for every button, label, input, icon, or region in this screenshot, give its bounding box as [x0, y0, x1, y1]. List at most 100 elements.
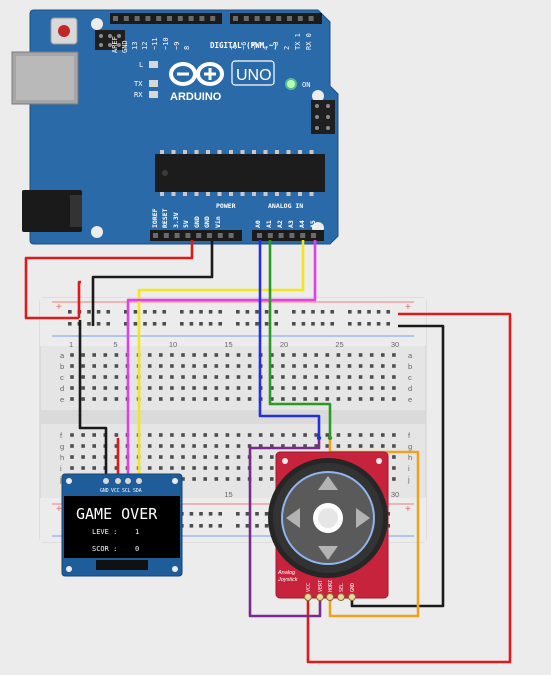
breadboard-hole: [369, 433, 374, 437]
breadboard-row-letter: b: [408, 362, 412, 371]
breadboard-hole: [336, 386, 341, 390]
breadboard-hole: [358, 353, 363, 357]
rail-plus-left: +: [56, 302, 62, 313]
breadboard-hole: [392, 477, 396, 481]
wire-a0-blue[interactable]: [258, 240, 321, 438]
wire-a5-magenta[interactable]: [126, 240, 317, 438]
wire-a4-yellow[interactable]: [137, 240, 305, 438]
rail-hole: [255, 322, 259, 326]
breadboard-hole: [170, 444, 174, 448]
breadboard-hole: [114, 364, 119, 368]
atmega-chip: [155, 154, 325, 192]
digital-pin-label: ~3: [272, 42, 280, 50]
wire-a1-green[interactable]: [268, 240, 332, 438]
wire-joystick-vert[interactable]: [248, 438, 322, 618]
breadboard-hole: [369, 397, 374, 401]
uno-badge: [231, 60, 275, 86]
breadboard-hole: [225, 477, 230, 481]
chip-leg: [240, 192, 245, 196]
chip-leg: [160, 192, 164, 196]
header-hole: [243, 16, 249, 21]
reset-button-cap[interactable]: [58, 25, 70, 37]
breadboard-hole: [170, 466, 174, 470]
breadboard-hole: [392, 433, 396, 437]
rail-hole: [330, 310, 334, 314]
digital-pin-label: 13: [131, 42, 139, 50]
breadboard-row-letter: g: [408, 442, 412, 451]
breadboard-hole: [203, 397, 207, 401]
rail-hole: [357, 322, 362, 326]
digital-header-left: [110, 13, 222, 24]
header-hole: [287, 16, 292, 21]
breadboard-hole: [203, 386, 207, 390]
digital-label: DIGITAL (PWM ~): [210, 41, 278, 50]
chip-leg: [229, 192, 233, 196]
breadboard-hole: [325, 444, 330, 448]
breadboard-hole: [270, 386, 274, 390]
oled-display-module[interactable]: GND VCC SCL SDA GAME OVER LEVE : 1 SCOR …: [61, 473, 183, 577]
rail-hole: [124, 310, 128, 314]
breadboard-hole: [170, 433, 174, 437]
breadboard-row-letter: a: [60, 351, 65, 360]
breadboard-hole: [247, 375, 252, 379]
breadboard-hole: [192, 375, 196, 379]
chip-leg: [194, 192, 199, 196]
breadboard-hole: [236, 455, 241, 459]
breadboard-hole: [81, 466, 85, 470]
power-jack: [22, 190, 82, 232]
breadboard-row-letter: e: [60, 395, 64, 404]
breadboard-hole: [392, 386, 396, 390]
rail-hole: [236, 524, 240, 528]
breadboard-hole: [159, 397, 163, 401]
breadboard-hole: [92, 455, 96, 459]
breadboard-row-letter: i: [60, 464, 62, 473]
breadboard-hole: [303, 375, 307, 379]
breadboard-hole: [369, 353, 374, 357]
wire-joystick-horz[interactable]: [328, 438, 420, 618]
breadboard-hole: [336, 433, 341, 437]
breadboard-hole: [258, 455, 263, 459]
breadboard-hole: [314, 353, 318, 357]
wire-gnd-black[interactable]: [91, 240, 214, 326]
rail-hole: [133, 310, 138, 314]
chip-leg: [263, 150, 268, 154]
wire-5v-red[interactable]: [24, 240, 194, 320]
digital-pin-label: 7: [230, 46, 238, 50]
breadboard-hole: [192, 433, 196, 437]
breadboard-hole: [336, 353, 341, 357]
breadboard-hole: [369, 386, 374, 390]
mount-hole: [91, 18, 103, 30]
breadboard-row-letter: a: [408, 351, 413, 360]
rail-hole: [133, 322, 138, 326]
breadboard-col-number: 5: [113, 340, 117, 349]
breadboard-hole: [347, 444, 352, 448]
breadboard-hole: [381, 375, 385, 379]
analog-joystick-module[interactable]: Analog Joystick VCC VERT HORZ SEL GND: [268, 451, 389, 601]
breadboard-hole: [314, 397, 318, 401]
breadboard-hole: [270, 455, 274, 459]
breadboard-hole: [81, 386, 85, 390]
wire-joystick-vcc[interactable]: [306, 312, 512, 664]
rail-hole: [236, 322, 240, 326]
breadboard-hole: [292, 375, 296, 379]
breadboard-hole: [225, 433, 230, 437]
breadboard-hole: [292, 364, 296, 368]
breadboard-hole: [181, 375, 185, 379]
rail-hole: [96, 322, 101, 326]
oled-screen: [64, 496, 180, 558]
header-hole: [134, 16, 140, 21]
breadboard-hole: [203, 466, 207, 470]
wire-red-rail-up[interactable]: [77, 280, 81, 318]
wire-oled-gnd[interactable]: [78, 320, 108, 478]
breadboard-hole: [192, 397, 196, 401]
breadboard-hole: [192, 466, 196, 470]
breadboard-hole: [159, 433, 163, 437]
rail-hole: [348, 322, 352, 326]
header-hole: [177, 16, 183, 21]
breadboard-row-letter: h: [408, 453, 412, 462]
center-channel: [40, 410, 426, 424]
header-hole: [163, 233, 169, 238]
wire-joystick-gnd[interactable]: [350, 324, 445, 608]
breadboard-hole: [147, 466, 152, 470]
